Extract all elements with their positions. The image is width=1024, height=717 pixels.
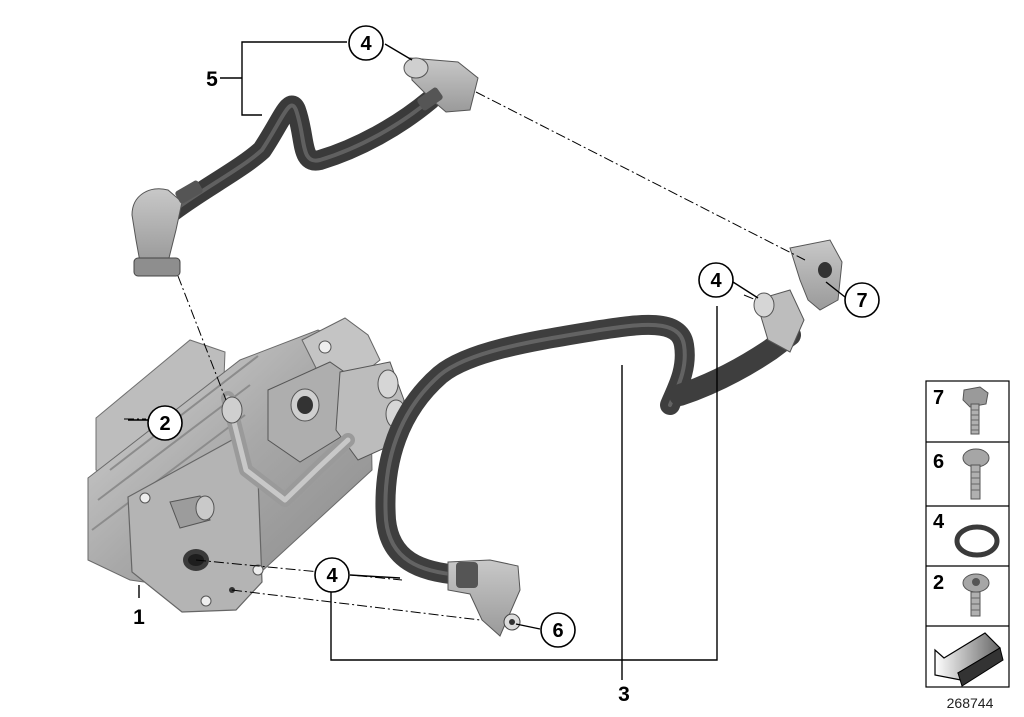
round-head-bolt-icon [962, 448, 990, 500]
callout-6: 6 [540, 612, 576, 648]
legend-item-2-number: 2 [933, 572, 944, 594]
callout-4-bottom-label: 4 [326, 565, 338, 587]
callout-1: 1 [133, 606, 145, 629]
callout-1-label: 1 [133, 606, 145, 629]
leader-lines [128, 41, 846, 680]
callout-4-right: 4 [698, 262, 734, 298]
legend-item-2: 2 [933, 572, 990, 617]
callout-5-label: 5 [206, 68, 218, 91]
diagram-id: 268744 [947, 695, 994, 711]
o-ring-icon [954, 524, 1000, 558]
callout-2-label: 2 [159, 413, 170, 435]
callout-4-right-label: 4 [710, 270, 722, 292]
callout-7: 7 [844, 282, 880, 318]
legend-item-4: 4 [933, 511, 1000, 558]
oil-cooler [87, 317, 407, 613]
legend-item-7-number: 7 [933, 387, 944, 409]
legend-item-6: 6 [933, 448, 990, 500]
lower-oil-hose [375, 239, 843, 637]
callout-7-label: 7 [856, 290, 867, 312]
parts-legend: 7 6 4 2 [925, 380, 1010, 688]
callout-6-label: 6 [552, 620, 563, 642]
legend-item-4-number: 4 [933, 511, 945, 533]
callout-3-label: 3 [618, 683, 630, 706]
callout-4-top: 4 [348, 25, 384, 61]
assembly-lines [124, 91, 806, 621]
callout-5: 5 [206, 68, 218, 91]
legend-item-6-number: 6 [933, 451, 944, 473]
callout-2: 2 [147, 405, 183, 441]
upper-oil-hose [131, 57, 479, 277]
callout-4-top-label: 4 [360, 33, 372, 55]
hex-bolt-icon [962, 386, 989, 435]
legend-item-7: 7 [933, 386, 989, 435]
direction-arrow-icon [934, 632, 1004, 687]
torx-bolt-icon [962, 573, 990, 617]
callout-4-bottom: 4 [314, 557, 350, 593]
callout-3: 3 [618, 683, 630, 706]
